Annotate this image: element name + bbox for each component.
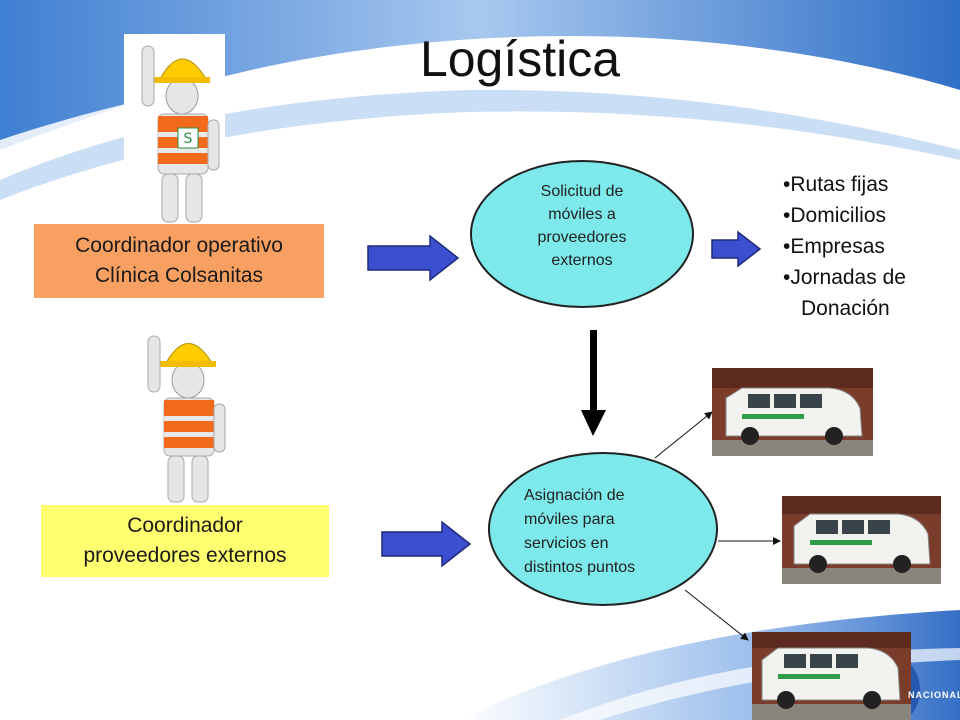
solicitud-ellipse: [470, 160, 694, 308]
asignacion-line: Asignación de: [524, 487, 625, 504]
coordinador-operativo-box: Coordinador operativo Clínica Colsanitas: [34, 224, 324, 298]
service-item: Donación: [801, 297, 890, 320]
van-photo-3: [752, 632, 911, 720]
asignacion-ellipse: [488, 452, 718, 606]
solicitud-line: Solicitud de: [540, 183, 624, 200]
coordinador-proveedores-line2: proveedores externos: [83, 544, 287, 567]
solicitud-text: Solicitud de móviles a proveedores exter…: [470, 180, 694, 272]
arrow-down-icon: [581, 330, 606, 436]
service-item: •Empresas: [783, 235, 885, 258]
services-list: •Rutas fijas •Domicilios •Empresas •Jorn…: [783, 169, 906, 324]
svg-text:S: S: [184, 131, 193, 147]
solicitud-line: móviles a: [548, 206, 616, 223]
footer-logo-text: NACIONAL: [908, 690, 960, 700]
coordinador-operativo-line2: Clínica Colsanitas: [94, 264, 264, 287]
asignacion-line: distintos puntos: [524, 559, 636, 576]
solicitud-line: proveedores: [537, 229, 627, 246]
asignacion-text: Asignación de móviles para servicios en …: [524, 484, 714, 580]
arrow-to-services-icon: [711, 230, 762, 268]
service-item: •Jornadas de: [783, 266, 906, 289]
worker-figure-operativo: S: [124, 34, 225, 224]
asignacion-line: móviles para: [524, 511, 615, 528]
coordinador-proveedores-box: Coordinador proveedores externos: [41, 505, 329, 577]
service-item: •Rutas fijas: [783, 173, 889, 196]
van-photo-2: [782, 496, 941, 584]
connector-van-3: [684, 589, 749, 641]
van-photo-1: [712, 368, 873, 456]
solicitud-line: externos: [551, 252, 613, 269]
arrow-to-asignacion-icon: [381, 520, 472, 568]
arrow-to-solicitud-icon: [367, 234, 460, 282]
coordinador-operativo-line1: Coordinador operativo: [75, 234, 283, 257]
slide-title: Logística: [419, 31, 621, 87]
asignacion-line: servicios en: [524, 535, 609, 552]
worker-figure-proveedores: [132, 322, 231, 504]
connector-van-1: [654, 411, 713, 459]
coordinador-proveedores-line1: Coordinador: [127, 514, 243, 537]
service-item: •Domicilios: [783, 204, 887, 227]
